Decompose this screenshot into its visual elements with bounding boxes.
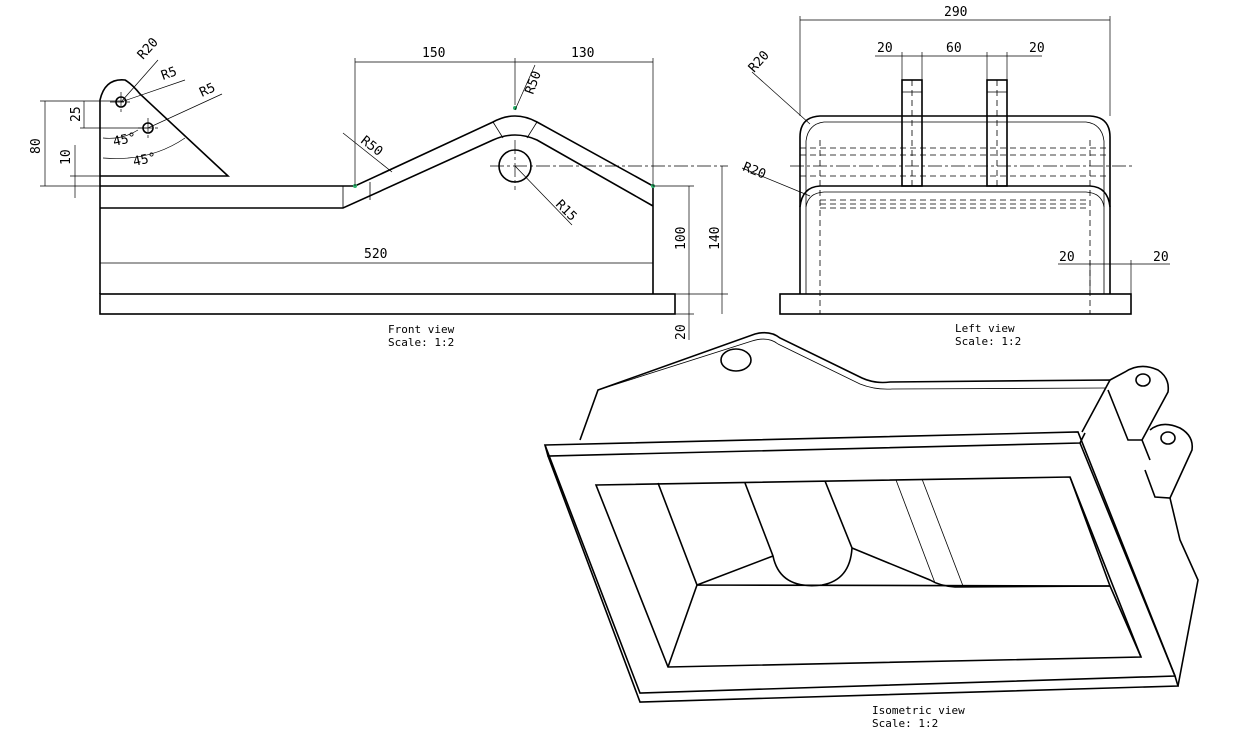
iso-view-caption: Isometric view (872, 704, 965, 717)
iso-top-body (579, 331, 1112, 441)
dim-r5-2: R5 (197, 80, 218, 100)
iso-frame-edge (544, 432, 1086, 457)
front-ear-outline (99, 79, 231, 177)
iso-ear-1 (1107, 365, 1170, 441)
dim-20-b: 20 (1029, 41, 1045, 56)
dim-20-d: 20 (1153, 250, 1169, 265)
front-tangent-line-3 (526, 121, 538, 139)
front-leader-r50-2 (514, 64, 536, 111)
left-view: 290 20 60 20 R20 R20 20 20 Left view Sca… (741, 5, 1170, 348)
dim-520: 520 (364, 247, 387, 262)
dim-45-2: 45° (132, 150, 158, 170)
dim-100: 100 (674, 227, 689, 250)
dim-20: 20 (674, 324, 689, 340)
dim-290: 290 (944, 5, 967, 20)
left-body-outline (799, 115, 1111, 294)
left-view-scale: Scale: 1:2 (955, 335, 1021, 348)
dim-45-1: 45° (112, 130, 138, 150)
iso-cavity-lines (657, 476, 1142, 668)
front-view-scale: Scale: 1:2 (388, 336, 454, 349)
dim-150: 150 (422, 46, 445, 61)
front-angle-arc-2 (102, 137, 186, 159)
front-angle-arc-1 (102, 129, 139, 139)
iso-ear-2 (1144, 423, 1194, 499)
front-base-plate (99, 293, 676, 315)
dim-r15: R15 (552, 197, 579, 224)
left-leader-r20-1 (751, 71, 811, 125)
front-leader-r5-2 (147, 93, 223, 129)
iso-ear-hole-1 (1135, 373, 1151, 387)
dim-20-c: 20 (1059, 250, 1075, 265)
iso-top-fillet (597, 338, 1106, 391)
front-leader-r15 (514, 165, 573, 226)
left-inner-fillet (805, 121, 1105, 294)
iso-frame-outer (543, 431, 1177, 694)
iso-cylinder (744, 480, 853, 587)
iso-pivot-hole (720, 348, 752, 372)
isometric-view: Isometric view Scale: 1:2 (543, 331, 1199, 730)
front-leader-r20 (120, 59, 159, 103)
dim-80: 80 (29, 138, 44, 154)
front-leader-r50 (342, 132, 393, 173)
dim-140: 140 (708, 227, 723, 250)
front-view: 150 130 520 100 140 20 80 25 10 R20 R5 R… (29, 35, 728, 349)
left-slot-top (799, 185, 1111, 208)
dim-r50-2: R50 (523, 69, 545, 96)
front-leader-r5 (120, 79, 186, 103)
dim-r20-a: R20 (746, 48, 773, 75)
iso-frame-right-inner (1079, 442, 1176, 677)
left-base-plate (779, 293, 1132, 315)
left-view-caption: Left view (955, 322, 1015, 335)
iso-cavity-tangent-2 (921, 478, 964, 587)
dim-20-a: 20 (877, 41, 893, 56)
dim-10: 10 (59, 149, 74, 165)
dim-130: 130 (571, 46, 594, 61)
dim-60: 60 (946, 41, 962, 56)
left-slot-fillet (805, 191, 1105, 208)
iso-ear-hole-2 (1160, 431, 1176, 445)
iso-side-profile (1141, 439, 1199, 687)
iso-frame-bottom (547, 455, 1180, 703)
iso-cavity-tangent (895, 479, 936, 584)
left-leader-r20-2 (741, 167, 811, 197)
front-tangent-line-2 (492, 121, 504, 139)
dim-25: 25 (69, 106, 84, 122)
iso-cavity-slope (851, 547, 1111, 588)
dim-r20: R20 (135, 35, 162, 62)
dim-r5-1: R5 (159, 64, 179, 83)
dim-r20-b: R20 (741, 160, 768, 183)
dim-r50-1: R50 (358, 133, 386, 159)
iso-view-scale: Scale: 1:2 (872, 717, 938, 730)
front-view-caption: Front view (388, 323, 455, 336)
